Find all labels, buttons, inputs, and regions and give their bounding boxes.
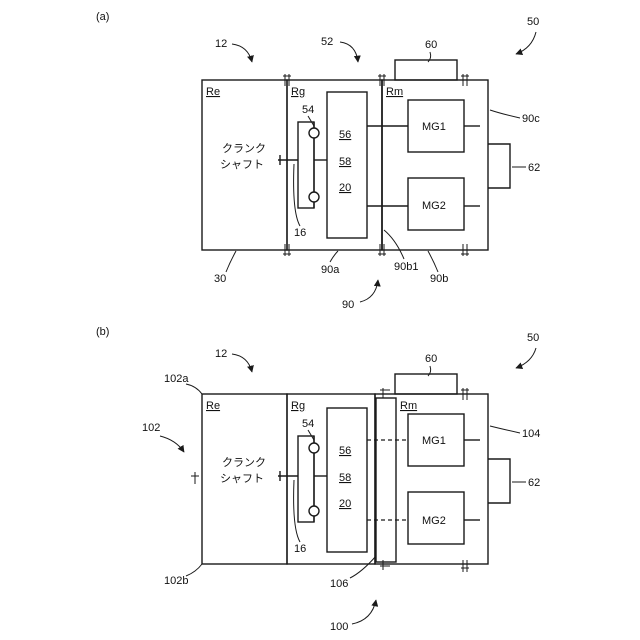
damper-spring-bottom-b xyxy=(309,506,319,516)
ref-54-b: 54 xyxy=(302,418,314,430)
panel-a: (a) 12 52 50 60 Re Rg Rm クランク シャフト xyxy=(96,11,540,311)
ref-106: 106 xyxy=(330,578,348,590)
gear-58-b: 58 xyxy=(339,472,351,484)
region-rm: Rm xyxy=(386,86,403,98)
ref-50-b: 50 xyxy=(527,332,539,344)
gear-58: 58 xyxy=(339,156,351,168)
ref-90a-leader xyxy=(330,251,338,262)
ref-12-b: 12 xyxy=(215,348,227,360)
panel-b-tag: (b) xyxy=(96,326,109,338)
ref-102a: 102a xyxy=(164,373,189,385)
ref-62-b: 62 xyxy=(528,477,540,489)
ref-90b: 90b xyxy=(430,273,448,285)
ref-54-b-leader xyxy=(308,430,314,440)
mg2-label-b: MG2 xyxy=(422,515,446,527)
ref-90b-leader xyxy=(428,251,438,272)
ref-90: 90 xyxy=(342,299,354,311)
crank-label-1-b: クランク xyxy=(222,456,266,469)
crank-shaft-end xyxy=(278,155,298,165)
ref-30-leader xyxy=(226,251,236,272)
mg1-label: MG1 xyxy=(422,121,446,133)
ref-50: 50 xyxy=(527,16,539,28)
ref-30: 30 xyxy=(214,273,226,285)
region-rg: Rg xyxy=(291,86,305,98)
component-62 xyxy=(488,144,510,188)
ref-102-arrow xyxy=(160,436,184,452)
region-rm-b: Rm xyxy=(400,400,417,412)
ref-102b: 102b xyxy=(164,575,188,587)
ref-60: 60 xyxy=(425,39,437,51)
ref-90c: 90c xyxy=(522,113,540,125)
crank-shaft-end-b xyxy=(278,471,298,481)
ref-104: 104 xyxy=(522,428,540,440)
ref-102: 102 xyxy=(142,422,160,434)
component-60-b xyxy=(395,374,457,394)
mg1-label-b: MG1 xyxy=(422,435,446,447)
gear-56-b: 56 xyxy=(339,445,351,457)
region-re-b: Re xyxy=(206,400,220,412)
gear-56: 56 xyxy=(339,129,351,141)
damper-spring-top-b xyxy=(309,443,319,453)
region-re: Re xyxy=(206,86,220,98)
ref-16-leader xyxy=(294,164,300,226)
mg2-label: MG2 xyxy=(422,200,446,212)
component-60 xyxy=(395,60,457,80)
ref-16: 16 xyxy=(294,227,306,239)
crank-label-2-b: シャフト xyxy=(220,472,264,485)
damper-spring-bottom xyxy=(309,192,319,202)
component-62-b xyxy=(488,459,510,503)
damper-spring-top xyxy=(309,128,319,138)
gear-20: 20 xyxy=(339,182,351,194)
ref-52-arrow xyxy=(340,42,358,62)
ref-62: 62 xyxy=(528,162,540,174)
ref-54: 54 xyxy=(302,104,314,116)
ref-90a: 90a xyxy=(321,264,340,276)
panel-a-tag: (a) xyxy=(96,11,109,23)
ref-16-b: 16 xyxy=(294,543,306,555)
gear-20-b: 20 xyxy=(339,498,351,510)
ref-100-arrow xyxy=(352,600,376,624)
ref-54-leader xyxy=(308,116,314,126)
ref-50-b-arrow xyxy=(516,348,536,368)
panel-b: (b) 12 50 60 Re Rg Rm クランク シャフト xyxy=(96,326,540,633)
ref-90-arrow xyxy=(360,280,378,302)
ref-90c-leader xyxy=(490,110,520,118)
ref-16-b-leader xyxy=(294,480,300,542)
partition-plate-106 xyxy=(376,398,396,562)
ref-52: 52 xyxy=(321,36,333,48)
ref-90b1-leader xyxy=(384,230,404,259)
ref-50-arrow xyxy=(516,32,536,54)
crank-label-2: シャフト xyxy=(220,158,264,171)
region-rg-b: Rg xyxy=(291,400,305,412)
ref-106-leader xyxy=(350,556,376,578)
ref-60-b: 60 xyxy=(425,353,437,365)
ref-100: 100 xyxy=(330,621,348,633)
ref-102a-leader xyxy=(186,384,202,394)
ref-104-leader xyxy=(490,426,520,433)
ref-90b1: 90b1 xyxy=(394,261,418,273)
ref-12-arrow xyxy=(232,44,252,62)
ref-12: 12 xyxy=(215,38,227,50)
crank-label-1: クランク xyxy=(222,142,266,155)
ref-12-b-arrow xyxy=(232,354,252,372)
